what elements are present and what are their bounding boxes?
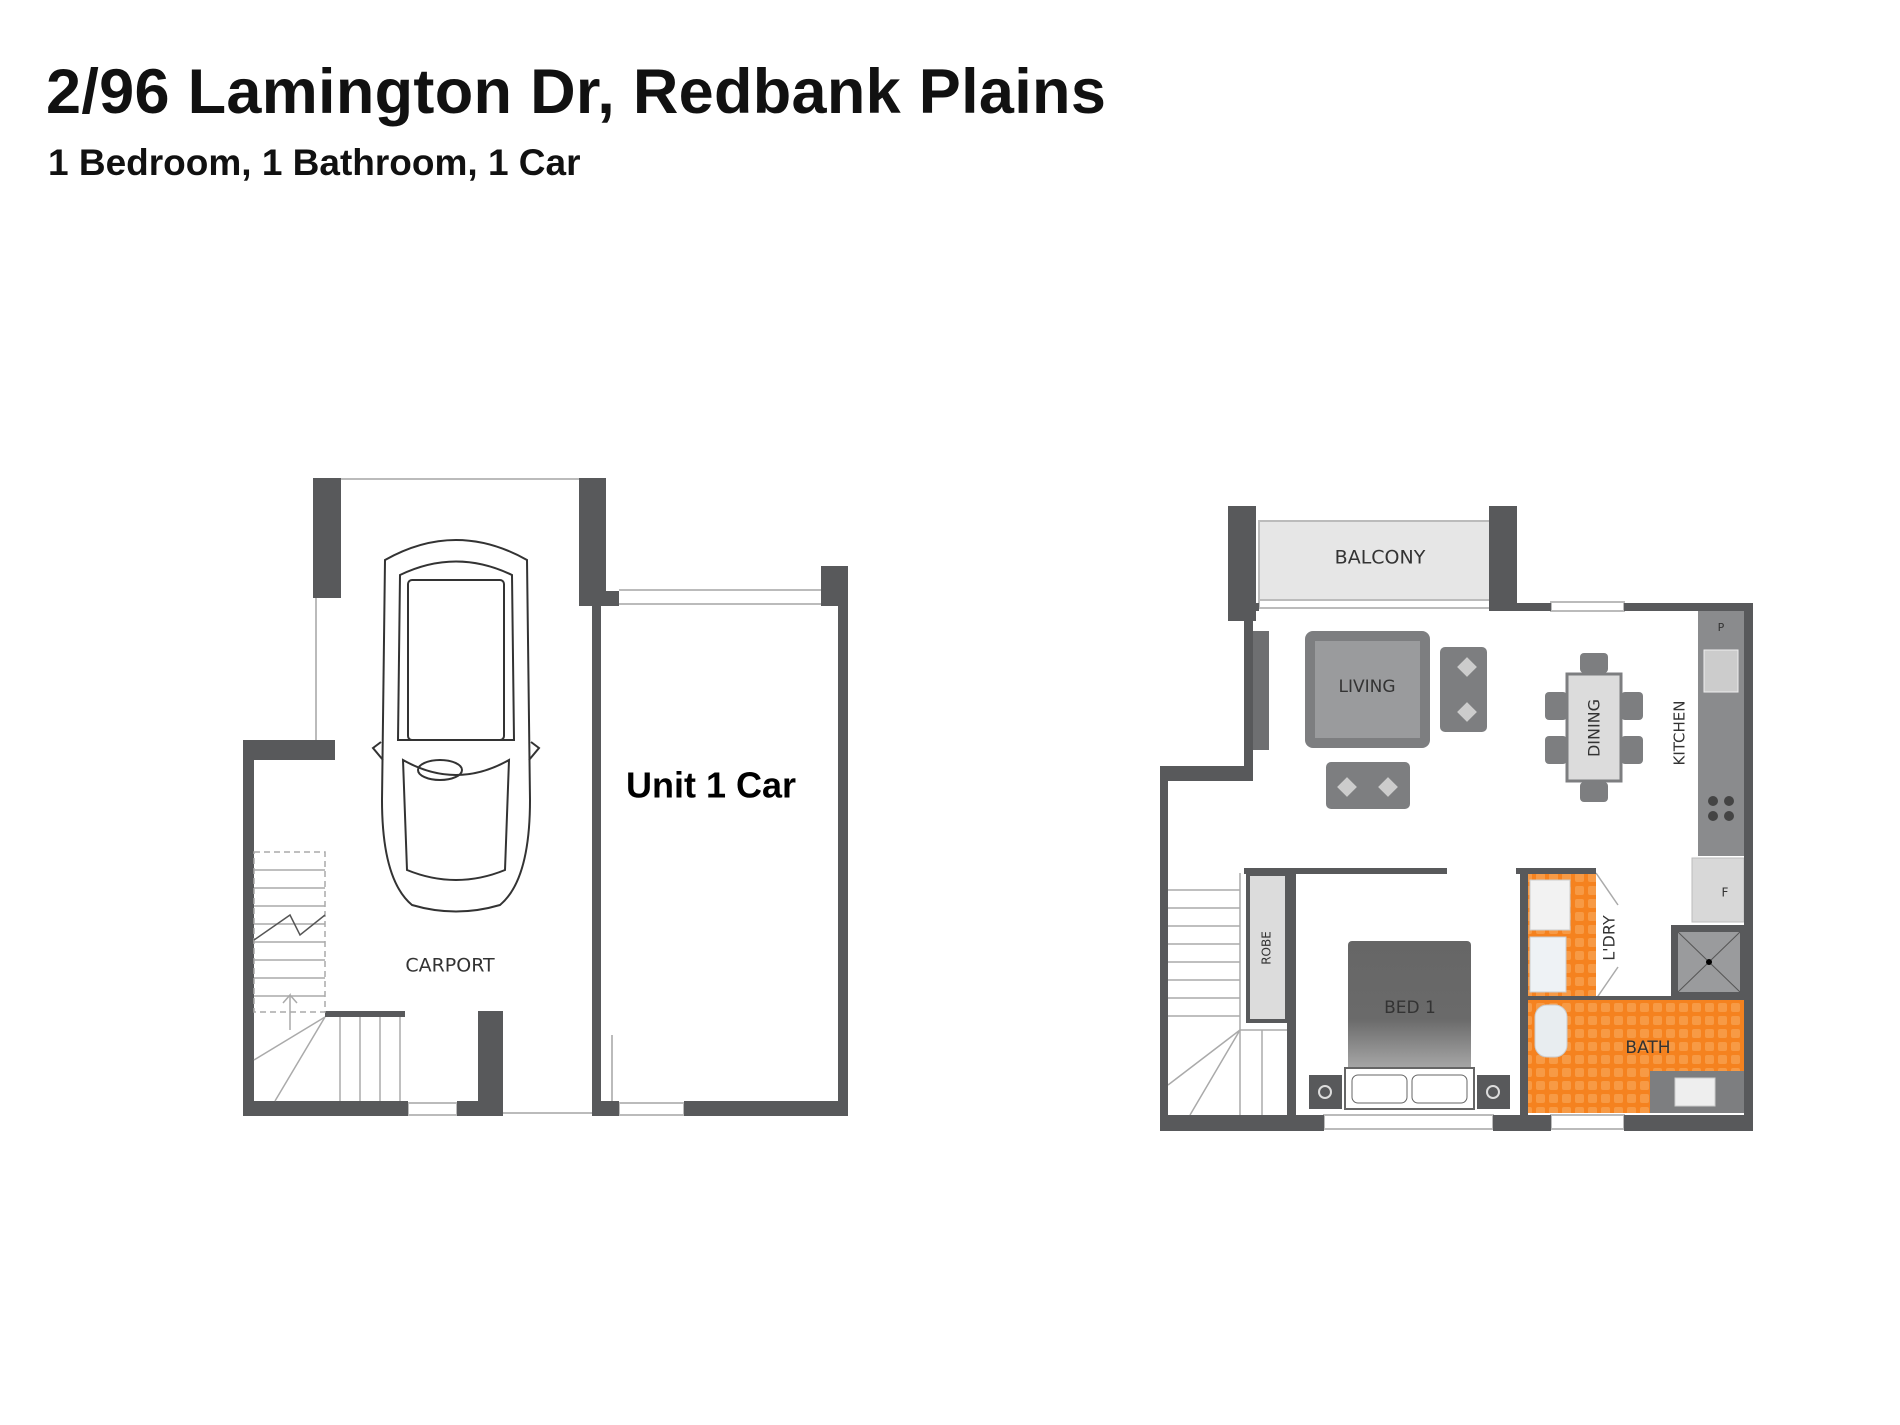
balcony-label: BALCONY bbox=[1335, 547, 1426, 569]
dining-set bbox=[1545, 653, 1643, 802]
cooktop-icon bbox=[1708, 796, 1734, 821]
car-icon bbox=[371, 539, 541, 913]
fridge-label: F bbox=[1722, 886, 1729, 900]
dining-label: DINING bbox=[1585, 699, 1604, 757]
tv-unit bbox=[1248, 631, 1269, 750]
laundry-doors bbox=[1595, 872, 1619, 1000]
sofa-bottom bbox=[1326, 762, 1410, 809]
sink-icon bbox=[1703, 649, 1739, 693]
bedside-tables bbox=[1309, 1075, 1510, 1109]
living-rug-inner bbox=[1315, 641, 1420, 738]
kitchen-label: KITCHEN bbox=[1671, 701, 1689, 766]
bed-label: BED 1 bbox=[1384, 998, 1436, 1018]
fridge bbox=[1691, 857, 1745, 923]
upper-staircase bbox=[1167, 873, 1287, 1116]
walls bbox=[243, 478, 848, 1116]
garage-label: Unit 1 Car bbox=[626, 765, 796, 806]
sofa-right bbox=[1440, 647, 1487, 732]
toilet-icon bbox=[1534, 1004, 1568, 1058]
laundry-tub bbox=[1529, 879, 1571, 931]
bath-label: BATH bbox=[1625, 1038, 1670, 1058]
property-summary: 1 Bedroom, 1 Bathroom, 1 Car bbox=[48, 142, 581, 183]
robe-label: ROBE bbox=[1260, 931, 1274, 965]
upper-walls bbox=[1160, 506, 1753, 1131]
basin-icon bbox=[1674, 1077, 1716, 1107]
carport-label: CARPORT bbox=[405, 955, 495, 977]
ground-floor-plan: CARPORT Unit 1 Car bbox=[243, 478, 848, 1116]
balcony-area bbox=[1258, 520, 1503, 601]
laundry-label: L'DRY bbox=[1600, 915, 1619, 961]
pantry-label: P bbox=[1718, 621, 1725, 634]
kitchen-bench: P F bbox=[1691, 610, 1745, 923]
bed-icon bbox=[1344, 941, 1475, 1110]
property-address-title: 2/96 Lamington Dr, Redbank Plains bbox=[46, 57, 1107, 127]
washing-machine bbox=[1529, 936, 1567, 993]
staircase bbox=[253, 851, 401, 1102]
shower-icon bbox=[1671, 925, 1747, 999]
living-label: LIVING bbox=[1338, 677, 1395, 697]
upper-floor-plan: BALCONY BATH L'DRY P F bbox=[1160, 506, 1753, 1131]
